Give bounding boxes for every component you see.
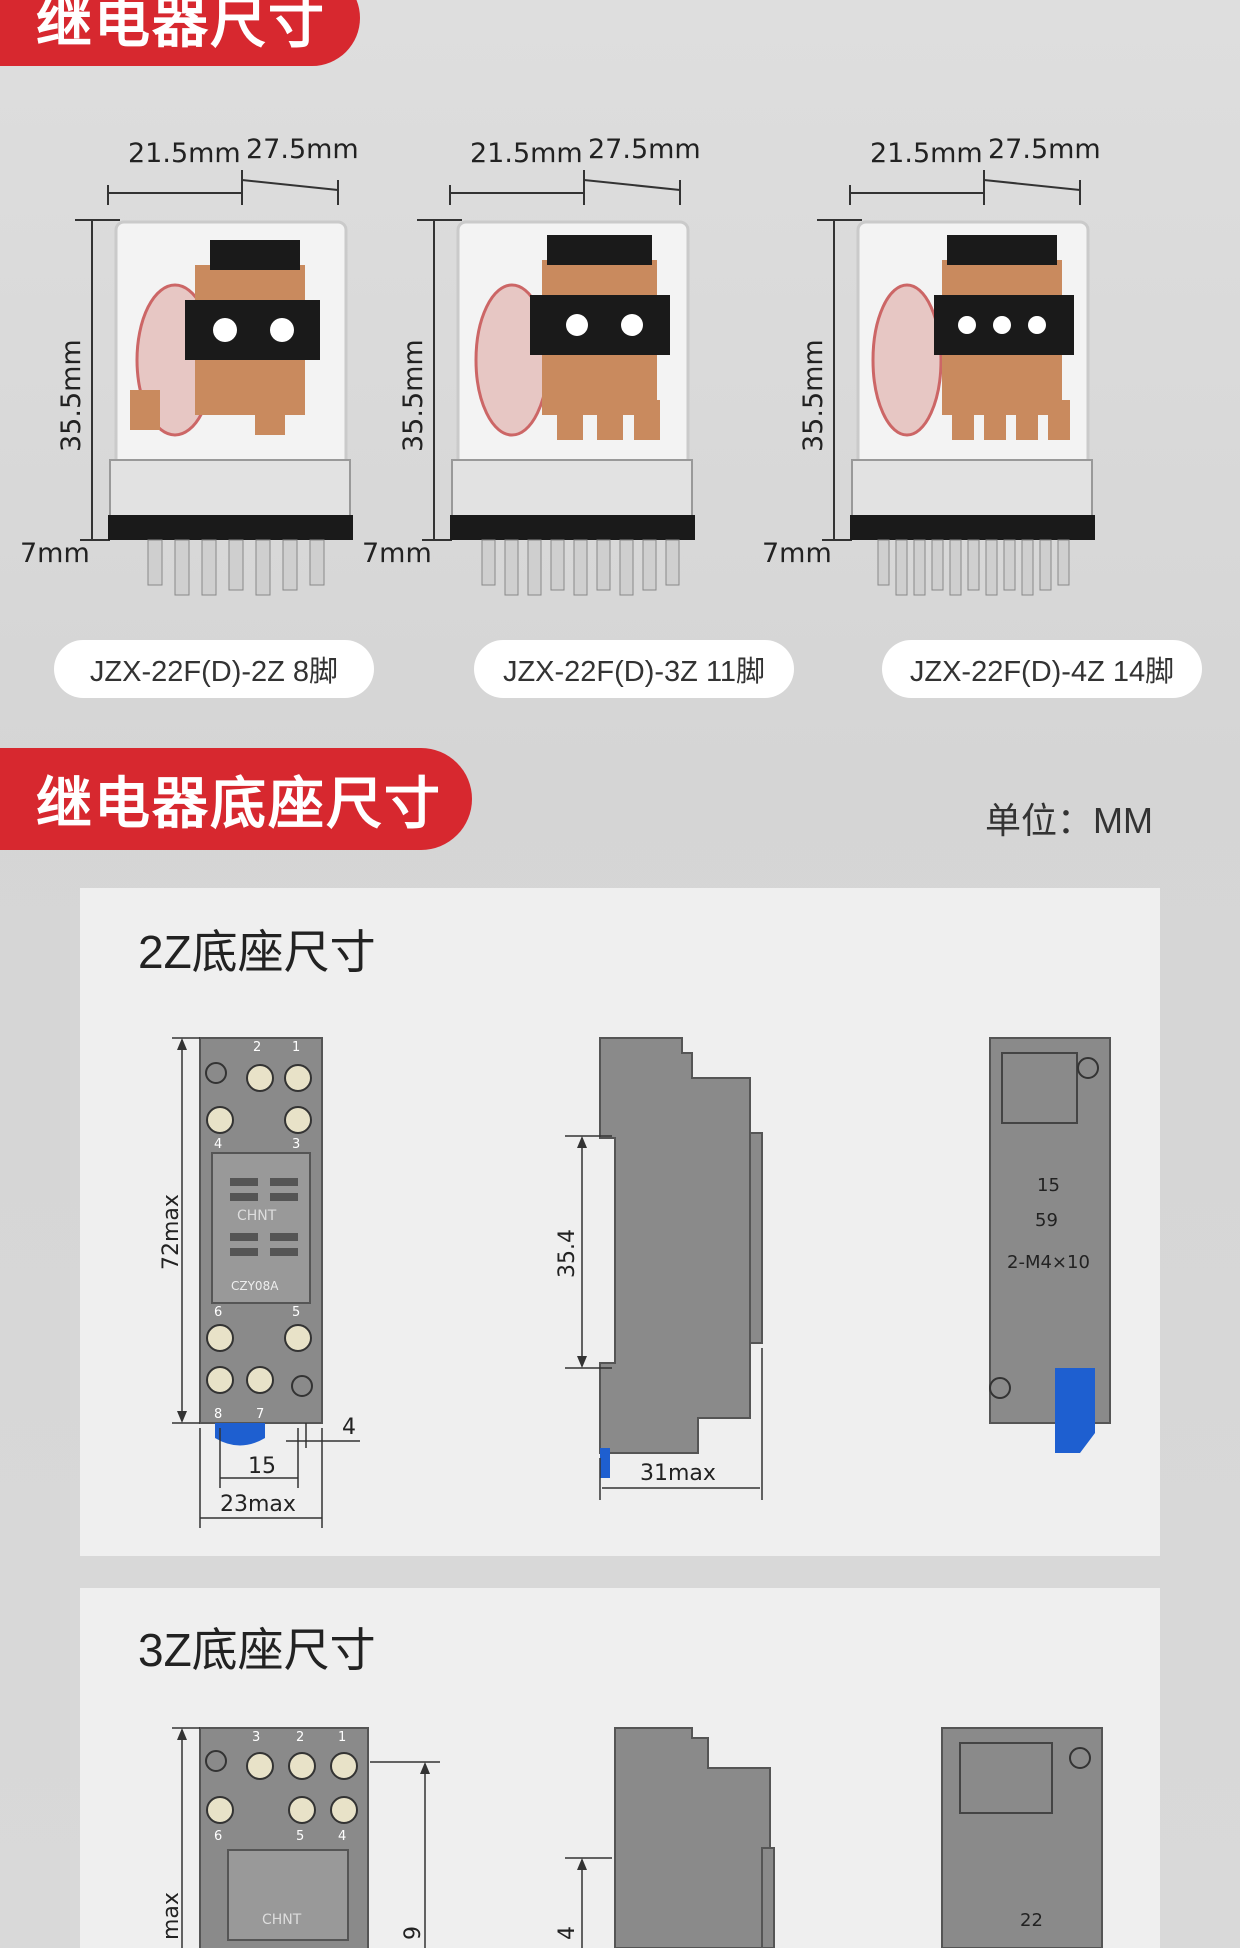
relay-2z-pin-length: 7mm bbox=[20, 538, 90, 569]
base-2z-hole-spacing: 15 bbox=[1037, 1175, 1060, 1196]
relay-2z-model-badge: JZX-22F(D)-2Z 8脚 bbox=[54, 640, 374, 698]
section-base-size-tag: 继电器底座尺寸 bbox=[0, 748, 472, 850]
relay-3z-model-badge: JZX-22F(D)-3Z 11脚 bbox=[474, 640, 794, 698]
base-3z-front-view: 3 2 1 6 5 4 CHNT max 9 bbox=[159, 1727, 440, 1948]
base-2z-pin-spacing: 15 bbox=[248, 1454, 276, 1479]
relay-4z-height: 35.5mm bbox=[798, 339, 829, 452]
relay-2z-height: 35.5mm bbox=[56, 339, 87, 452]
base-2z-rail-label: 35.4 bbox=[555, 1229, 580, 1278]
base-2z-depth-label: 31max bbox=[640, 1461, 716, 1486]
base-2z-title: 2Z底座尺寸 bbox=[138, 926, 376, 978]
relay-4z-width: 21.5mm bbox=[870, 138, 983, 169]
base-3z-terminal-5: 5 bbox=[296, 1829, 304, 1844]
relay-4z-figure: 21.5mm 27.5mm 35.5mm 7mm bbox=[762, 130, 1142, 630]
base-2z-brand: CHNT bbox=[237, 1208, 277, 1224]
base-3z-terminal-1: 1 bbox=[338, 1730, 346, 1745]
base-2z-side-view: 35.4 31max bbox=[555, 1037, 763, 1500]
relay-2z-model: JZX-22F(D)-2Z 8脚 bbox=[89, 656, 339, 688]
base-3z-brand: CHNT bbox=[262, 1912, 302, 1928]
base-3z-terminal-6: 6 bbox=[214, 1829, 222, 1844]
base-3z-rail-label: 4 bbox=[555, 1926, 580, 1940]
base-3z-terminal-4: 4 bbox=[338, 1829, 346, 1844]
unit-label: 单位：MM bbox=[985, 800, 1153, 841]
base-2z-screw-spec: 2-M4×10 bbox=[1007, 1252, 1090, 1273]
relay-4z-depth: 27.5mm bbox=[988, 134, 1101, 165]
base-2z-hole-vertical: 59 bbox=[1035, 1210, 1058, 1231]
relay-3z-height: 35.5mm bbox=[398, 339, 429, 452]
relay-3z-width: 21.5mm bbox=[470, 138, 583, 169]
base-2z-panel: 2Z底座尺寸 2 1 4 3 6 bbox=[80, 888, 1160, 1556]
base-2z-terminal-7: 7 bbox=[256, 1407, 264, 1422]
base-2z-width-label: 23max bbox=[220, 1492, 296, 1517]
base-3z-terminal-3: 3 bbox=[252, 1730, 260, 1745]
base-2z-front-view: 2 1 4 3 6 5 8 7 CHNT CZY08A 72max 15 23m… bbox=[159, 1037, 360, 1528]
base-3z-side-view: 4 bbox=[555, 1727, 775, 1948]
relay-4z-model: JZX-22F(D)-4Z 14脚 bbox=[909, 656, 1175, 688]
base-2z-terminal-2: 2 bbox=[253, 1040, 261, 1055]
base-2z-height-label: 72max bbox=[159, 1194, 184, 1270]
base-2z-back-view: 15 59 2-M4×10 bbox=[989, 1037, 1111, 1453]
base-3z-title: 3Z底座尺寸 bbox=[138, 1624, 376, 1676]
relay-3z-figure: 21.5mm 27.5mm 35.5mm 7mm bbox=[362, 130, 742, 630]
base-3z-back-view: 22 bbox=[941, 1727, 1103, 1948]
base-3z-terminal-2: 2 bbox=[296, 1730, 304, 1745]
relay-3z-pin-length: 7mm bbox=[362, 538, 432, 569]
relay-4z-model-badge: JZX-22F(D)-4Z 14脚 bbox=[882, 640, 1202, 698]
base-2z-terminal-6: 6 bbox=[214, 1305, 222, 1320]
base-3z-right-label: 9 bbox=[401, 1926, 426, 1940]
base-2z-terminal-5: 5 bbox=[292, 1305, 300, 1320]
relay-3z-model: JZX-22F(D)-3Z 11脚 bbox=[502, 656, 766, 688]
section-relay-size-title: 继电器尺寸 bbox=[36, 0, 326, 54]
base-2z-part-number: CZY08A bbox=[231, 1279, 279, 1293]
base-2z-tab-label: 4 bbox=[342, 1415, 356, 1440]
base-2z-terminal-4: 4 bbox=[214, 1137, 222, 1152]
base-3z-panel: 3Z底座尺寸 3 2 1 6 5 4 CHNT max 9 bbox=[80, 1588, 1160, 1948]
section-relay-size-tag: 继电器尺寸 bbox=[0, 0, 360, 66]
relay-4z-pin-length: 7mm bbox=[762, 538, 832, 569]
base-2z-terminal-3: 3 bbox=[292, 1137, 300, 1152]
relay-2z-figure: 21.5mm 27.5mm 35.5mm 7mm bbox=[20, 130, 400, 630]
relay-2z-depth: 27.5mm bbox=[246, 134, 359, 165]
base-3z-hole-spacing: 22 bbox=[1020, 1910, 1043, 1931]
relay-3z-depth: 27.5mm bbox=[588, 134, 701, 165]
base-3z-height-label: max bbox=[159, 1892, 184, 1940]
base-2z-terminal-8: 8 bbox=[214, 1407, 222, 1422]
relay-2z-width: 21.5mm bbox=[128, 138, 241, 169]
section-base-size-title: 继电器底座尺寸 bbox=[36, 771, 442, 835]
base-2z-terminal-1: 1 bbox=[292, 1040, 300, 1055]
